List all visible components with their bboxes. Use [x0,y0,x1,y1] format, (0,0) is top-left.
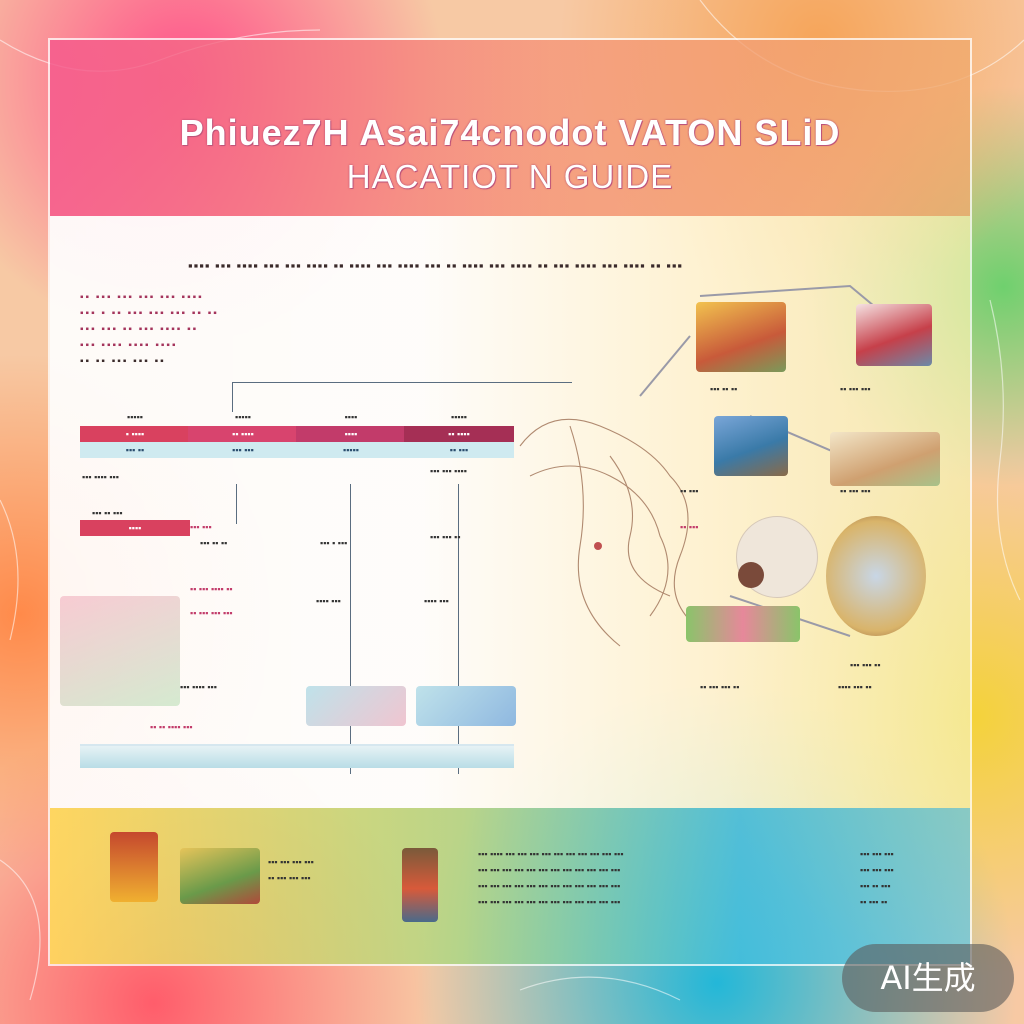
column-label: ▪▪▪▪ [344,412,358,422]
itinerary-box: ▪▪▪▪ [80,520,190,536]
building-illustration [856,304,932,366]
note-text: ▪▪▪ ▪▪▪ [190,522,212,532]
attraction-caption: ▪▪ ▪▪▪ ▪▪▪ [840,384,871,394]
scenery-illustration [306,686,406,726]
bottom-tab [188,744,298,768]
footer-text-block: ▪▪▪ ▪▪▪ ▪▪▪▪▪▪ ▪▪▪ ▪▪▪▪▪▪ ▪▪ ▪▪▪▪▪ ▪▪▪ ▪… [860,849,894,907]
poster-header: Phiuez7H Asai74cnodot VATON SLiD HACATIO… [50,40,970,216]
flow-connector [232,382,572,383]
note-text: ▪▪▪▪ ▪▪▪ [424,596,449,606]
side-text-line: ▪▪ ▪▪▪ ▪▪▪ ▪▪▪ ▪▪▪ ▪▪▪▪ [80,292,204,303]
footer-text-block: ▪▪▪ ▪▪▪▪ ▪▪▪ ▪▪▪ ▪▪▪ ▪▪▪ ▪▪▪ ▪▪▪ ▪▪▪ ▪▪▪… [478,849,624,907]
itinerary-box: ▪▪ ▪▪▪▪▪▪▪ ▪▪▪ [188,426,298,458]
attraction-caption: ▪▪ ▪▪▪ [680,522,699,532]
footer-text-block: ▪▪▪ ▪▪▪ ▪▪▪ ▪▪▪▪▪ ▪▪▪ ▪▪▪ ▪▪▪ [268,857,314,883]
itinerary-box: ▪ ▪▪▪▪▪▪▪ ▪▪ [80,426,190,458]
note-text: ▪▪▪ ▪▪▪▪ ▪▪▪ [82,472,119,482]
bottom-tab [404,744,514,768]
flow-connector [232,382,233,412]
headline-scribble: ▪▪▪▪ ▪▪▪ ▪▪▪▪ ▪▪▪ ▪▪▪ ▪▪▪▪ ▪▪ ▪▪▪▪ ▪▪▪ ▪… [188,258,684,273]
side-text-line: ▪▪▪ ▪▪▪▪ ▪▪▪▪ ▪▪▪▪ [80,340,178,351]
scenery-illustration [416,686,516,726]
note-text: ▪▪▪ ▪▪ ▪▪▪ [92,508,123,518]
side-text-line: ▪▪▪ ▪ ▪▪ ▪▪▪ ▪▪▪ ▪▪▪ ▪▪ ▪▪ [80,308,219,319]
location-marker-icon [738,562,764,588]
note-text: ▪▪ ▪▪ ▪▪▪▪ ▪▪▪ [150,722,193,732]
column-label: ▪▪▪▪▪ [451,412,467,422]
figure-illustration [826,516,926,636]
village-illustration [180,848,260,904]
building-illustration [696,302,786,372]
attraction-caption: ▪▪▪▪ ▪▪▪ ▪▪ [838,682,872,692]
note-text: ▪▪▪ ▪▪ ▪▪ [200,538,228,548]
flow-connector [458,484,459,774]
bottom-tab [80,744,190,768]
figure-illustration [110,832,158,902]
side-text-line: ▪▪▪ ▪▪▪ ▪▪ ▪▪▪ ▪▪▪▪ ▪▪ [80,324,199,335]
note-text: ▪▪ ▪▪▪ ▪▪▪ ▪▪▪ [190,608,233,618]
note-text: ▪▪▪ ▪ ▪▪▪ [320,538,348,548]
travel-guide-poster: Phiuez7H Asai74cnodot VATON SLiD HACATIO… [48,38,972,966]
flow-connector [236,484,237,524]
note-text: ▪▪▪ ▪▪▪ ▪▪ [430,532,461,542]
title-line-1: Phiuez7H Asai74cnodot VATON SLiD [179,112,841,153]
village-illustration [830,432,940,486]
ai-generated-badge: AI生成 [842,944,1014,1012]
side-text-line: ▪▪ ▪▪ ▪▪▪ ▪▪▪ ▪▪ [80,356,166,367]
note-text: ▪▪▪ ▪▪▪▪ ▪▪▪ [180,682,217,692]
flow-connector [350,484,351,774]
note-text: ▪▪ ▪▪▪ ▪▪▪▪ ▪▪ [190,584,233,594]
guide-content: ▪▪▪▪ ▪▪▪ ▪▪▪▪ ▪▪▪ ▪▪▪ ▪▪▪▪ ▪▪ ▪▪▪▪ ▪▪▪ ▪… [50,216,970,808]
column-label: ▪▪▪▪▪ [235,412,251,422]
title-line-2: HACATIOT N GUIDE [346,158,674,195]
building-illustration [714,416,788,476]
attraction-caption: ▪▪ ▪▪▪ [680,486,699,496]
attraction-caption: ▪▪▪ ▪▪▪ ▪▪ [850,660,881,670]
watercolor-splash [60,596,180,706]
itinerary-box: ▪▪▪▪▪▪▪▪▪ [296,426,406,458]
figure-illustration [402,848,438,922]
note-text: ▪▪▪ ▪▪▪ ▪▪▪▪ [430,466,467,476]
poster-footer: ▪▪▪ ▪▪▪ ▪▪▪ ▪▪▪▪▪ ▪▪▪ ▪▪▪ ▪▪▪ ▪▪▪ ▪▪▪▪ ▪… [50,808,970,964]
attraction-caption: ▪▪ ▪▪▪ ▪▪▪ [840,486,871,496]
note-text: ▪▪▪▪ ▪▪▪ [316,596,341,606]
attraction-caption: ▪▪ ▪▪▪ ▪▪▪ ▪▪ [700,682,740,692]
itinerary-box: ▪▪ ▪▪▪▪▪▪ ▪▪▪ [404,426,514,458]
map-icon [519,418,711,647]
attraction-caption: ▪▪▪ ▪▪ ▪▪ [710,384,738,394]
bottom-tab [296,744,406,768]
column-label: ▪▪▪▪▪ [127,412,143,422]
building-illustration [686,606,800,642]
